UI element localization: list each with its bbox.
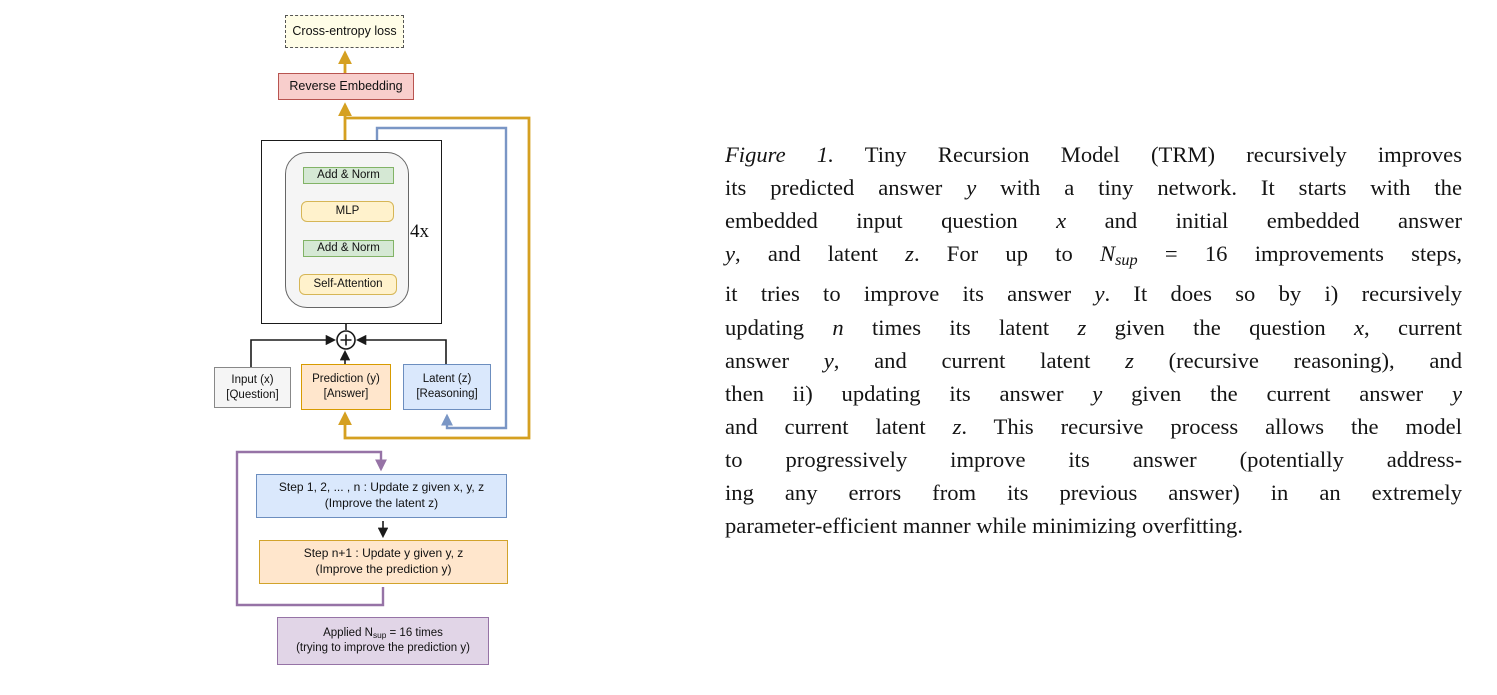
add-norm-top-label: Add & Norm bbox=[317, 169, 380, 182]
applied-nsup-prefix: Applied N bbox=[323, 626, 373, 639]
caption-line-7: answer y, and current latent z (recursiv… bbox=[725, 347, 1462, 373]
latent-z-line1: Latent (z) bbox=[422, 373, 472, 386]
self-attention-box: Self-Attention bbox=[299, 274, 397, 295]
add-norm-bottom-label: Add & Norm bbox=[317, 242, 380, 255]
self-attention-label: Self-Attention bbox=[313, 278, 383, 291]
arrow-latent-to-sum bbox=[355, 334, 447, 364]
caption-line-1: Figure 1. Tiny Recursion Model (TRM) rec… bbox=[725, 142, 1462, 167]
applied-nsup-box: Applied Nsup = 16 times (trying to impro… bbox=[277, 617, 489, 665]
prediction-y-line1: Prediction (y) bbox=[312, 373, 380, 386]
sum-node-icon bbox=[336, 330, 356, 350]
applied-nsup-suffix: = 16 times bbox=[386, 626, 443, 639]
reverse-embedding-box: Reverse Embedding bbox=[278, 73, 414, 100]
step-update-z-line1: Step 1, 2, ... , n : Update z given x, y… bbox=[278, 480, 485, 495]
reverse-embedding-label: Reverse Embedding bbox=[289, 79, 403, 94]
caption-line-8: then ii) updating its answer y given the… bbox=[725, 380, 1462, 406]
caption-line-5: it tries to improve its answer y. It doe… bbox=[725, 281, 1462, 307]
step-update-z-line2: (Improve the latent z) bbox=[324, 496, 439, 510]
prediction-y-box: Prediction (y) [Answer] bbox=[301, 364, 391, 410]
input-x-box: Input (x) [Question] bbox=[214, 367, 291, 408]
caption-line-12: parameter-efficient manner while minimiz… bbox=[725, 513, 1243, 539]
caption-line-11: ing any errors from its previous answer)… bbox=[725, 480, 1462, 505]
mlp-box: MLP bbox=[301, 201, 394, 222]
latent-z-line2: [Reasoning] bbox=[416, 388, 478, 400]
step-update-y-line2: (Improve the prediction y) bbox=[315, 562, 452, 576]
caption-line-6: updating n times its latent z given the … bbox=[725, 314, 1462, 340]
latent-z-box: Latent (z) [Reasoning] bbox=[403, 364, 491, 410]
prediction-y-line2: [Answer] bbox=[323, 388, 369, 400]
applied-nsup-subscript: sup bbox=[372, 630, 387, 640]
step-update-y-box: Step n+1 : Update y given y, z (Improve … bbox=[259, 540, 508, 584]
applied-nsup-line1: Applied Nsup = 16 times bbox=[323, 626, 443, 642]
add-norm-top-box: Add & Norm bbox=[303, 167, 394, 184]
cross-entropy-loss-label: Cross-entropy loss bbox=[292, 24, 397, 39]
caption-line-9: and current latent z. This recursive pro… bbox=[725, 413, 1462, 439]
figure-caption: Figure 1. Tiny Recursion Model (TRM) rec… bbox=[725, 138, 1462, 542]
step-update-z-box: Step 1, 2, ... , n : Update z given x, y… bbox=[256, 474, 507, 518]
cross-entropy-loss-box: Cross-entropy loss bbox=[285, 15, 404, 48]
caption-line-10: to progressively improve its answer (pot… bbox=[725, 446, 1462, 472]
input-x-line2: [Question] bbox=[226, 388, 279, 401]
caption-line-4: y, and latent z. For up to Nsup = 16 imp… bbox=[725, 241, 1463, 270]
applied-nsup-line2: (trying to improve the prediction y) bbox=[296, 642, 470, 655]
caption-line-2: its predicted answer y with a tiny netwo… bbox=[725, 175, 1462, 201]
arrow-input-to-sum bbox=[250, 334, 337, 367]
repeat-4x-label: 4x bbox=[410, 221, 429, 242]
caption-line-3: embedded input question x and initial em… bbox=[725, 208, 1462, 234]
mlp-label: MLP bbox=[335, 205, 360, 218]
add-norm-bottom-box: Add & Norm bbox=[303, 240, 394, 257]
input-x-line1: Input (x) bbox=[231, 373, 274, 386]
step-update-y-line1: Step n+1 : Update y given y, z bbox=[303, 546, 464, 561]
